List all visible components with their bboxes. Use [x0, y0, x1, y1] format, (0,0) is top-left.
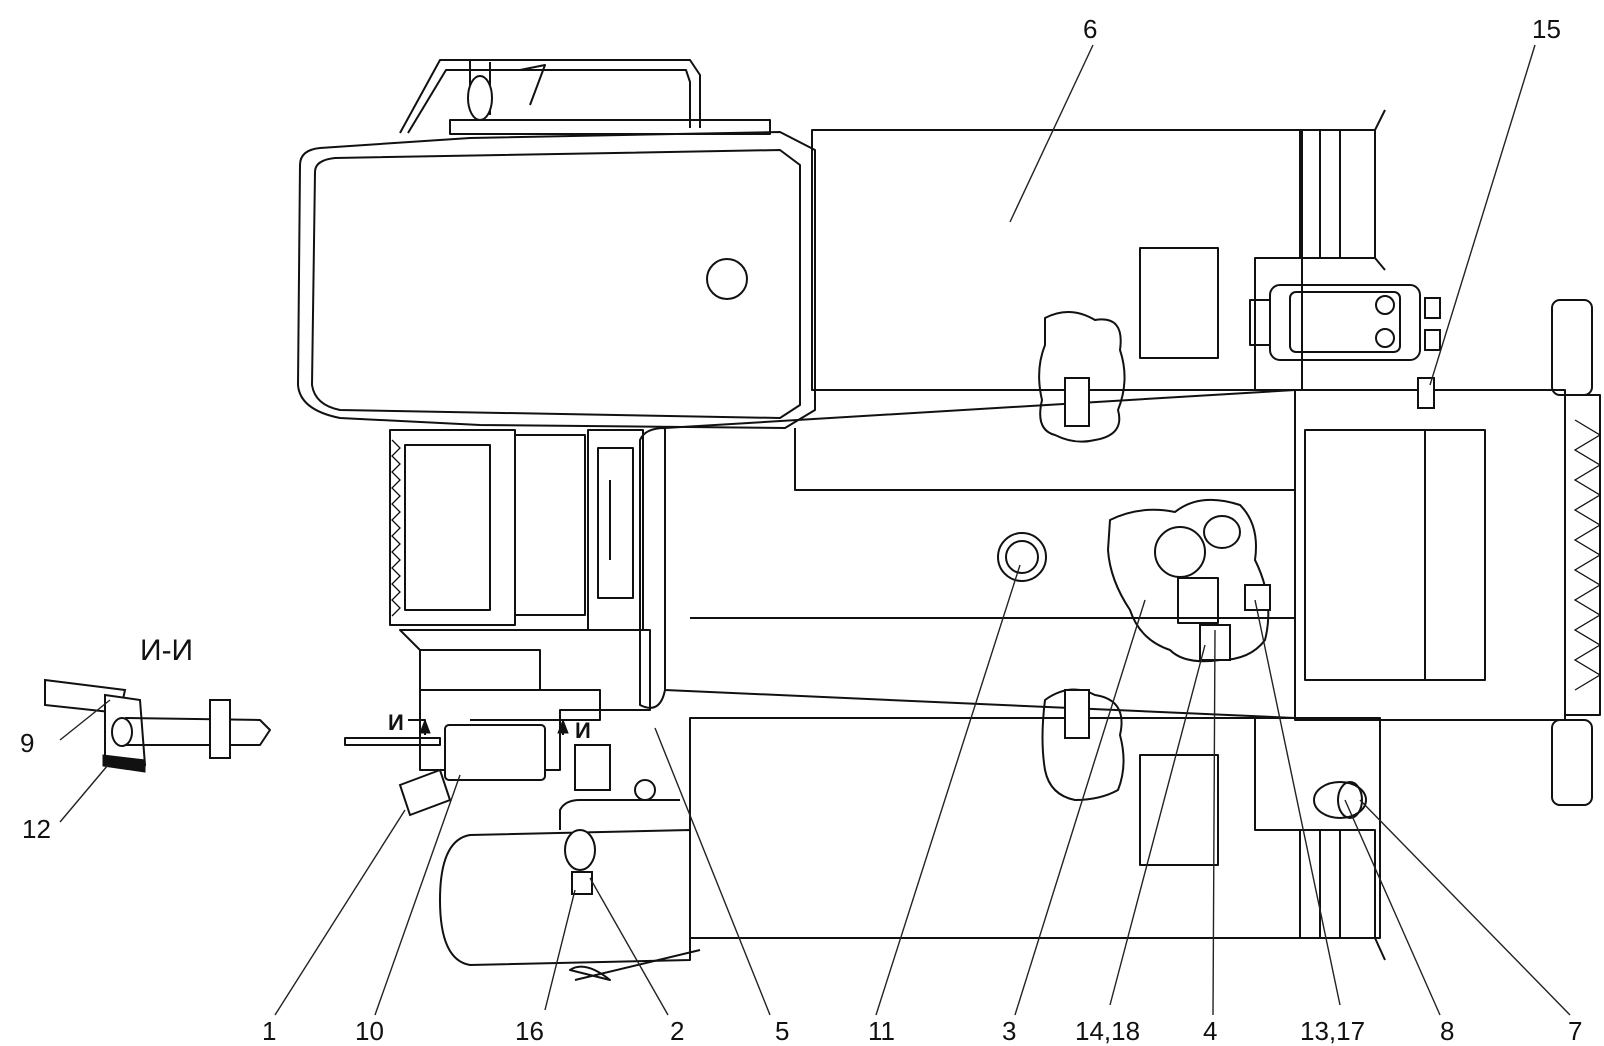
control-shaft — [344, 737, 441, 746]
callout-9: 9 — [20, 728, 34, 758]
section-arrow-left-head — [419, 718, 431, 734]
section-arrow-right-head — [557, 718, 569, 734]
battery-terminal-2 — [1424, 329, 1441, 351]
clamp-lower — [1064, 689, 1090, 739]
lower-ladder-tip — [1374, 937, 1386, 961]
lower-body-edge — [1254, 718, 1376, 938]
tank-rail — [559, 799, 680, 830]
cab-roof — [297, 131, 816, 429]
battery-lid — [1289, 291, 1401, 353]
rear-blade — [1564, 394, 1601, 716]
battery-box — [1269, 284, 1421, 361]
lower-window — [1139, 754, 1219, 866]
pedal-assembly-10 — [444, 724, 546, 781]
upper-ladder-tips — [1374, 109, 1386, 271]
fuel-cap-inner — [1005, 540, 1039, 574]
section-title: И-И — [140, 634, 193, 667]
cutaway-upper — [1038, 311, 1126, 443]
rear-panel — [1304, 429, 1486, 681]
radiator-core — [404, 444, 491, 611]
callout-5: 5 — [775, 1016, 789, 1046]
radiator — [389, 429, 516, 626]
lower-ladder — [1299, 830, 1341, 938]
cutaway-center — [1107, 498, 1270, 663]
clamp-upper — [1064, 377, 1090, 427]
callout-8: 8 — [1440, 1016, 1454, 1046]
relay-block — [574, 744, 611, 791]
upper-body-panel — [811, 129, 1303, 391]
engine-side — [587, 429, 644, 631]
battery-cap-1 — [1375, 295, 1395, 315]
callout-1: 1 — [262, 1016, 276, 1046]
battery-cable — [1249, 299, 1270, 346]
radiator-fins — [391, 439, 401, 617]
pump-pipe — [1203, 515, 1241, 549]
section-view — [44, 678, 271, 773]
section-mark-right: И — [575, 718, 591, 743]
callout-3: 3 — [1002, 1016, 1016, 1046]
callout-4: 4 — [1203, 1016, 1217, 1046]
switch-1 — [398, 768, 452, 817]
callout-11: 11 — [868, 1016, 895, 1046]
filter-16 — [564, 829, 596, 871]
bolt-head — [634, 779, 656, 801]
callout-15: 15 — [1532, 14, 1561, 44]
hook-7 — [1313, 781, 1367, 819]
lower-body-panel — [689, 717, 1381, 939]
gearbox-link — [470, 689, 601, 721]
callout-13-17: 13,17 — [1300, 1016, 1365, 1046]
callout-7: 7 — [1568, 1016, 1582, 1046]
rear-housing — [1294, 389, 1566, 721]
battery-cap-2 — [1375, 328, 1395, 348]
battery-terminal-1 — [1424, 297, 1441, 319]
cab-handrail — [399, 59, 701, 134]
section-nut — [209, 699, 231, 759]
drain-2 — [571, 871, 593, 895]
valve-13 — [1244, 584, 1271, 611]
fuel-cap-outer — [997, 532, 1047, 582]
vehicle-body — [44, 59, 1602, 981]
callout-16: 16 — [515, 1016, 544, 1046]
engine-block — [514, 434, 586, 616]
upper-window — [1139, 247, 1219, 359]
leader-lines — [59, 44, 1571, 1016]
step-bar — [569, 949, 701, 981]
callout-12: 12 — [22, 814, 51, 844]
gearbox-top — [419, 649, 541, 691]
callout-14-18: 14,18 — [1075, 1016, 1140, 1046]
cab-roof-strip — [449, 119, 771, 135]
roof-lamp — [467, 75, 493, 121]
rear-wheel-top — [1551, 299, 1593, 396]
callout-2: 2 — [670, 1016, 684, 1046]
center-frame — [664, 389, 1296, 719]
callouts: 1 10 16 2 5 11 3 14,18 4 13,17 8 7 6 15 … — [20, 14, 1582, 1046]
rear-blade-teeth — [1573, 419, 1602, 691]
cab-roof-inner — [311, 149, 801, 419]
section-cut-marks: И И — [388, 710, 591, 743]
sensor-15 — [1417, 377, 1435, 409]
cab-handrail-inner — [407, 69, 691, 134]
front-bumper — [639, 427, 666, 709]
cab-hatch — [706, 258, 748, 300]
pump-housing — [1154, 526, 1206, 578]
section-rod — [124, 717, 271, 746]
section-pin — [111, 717, 133, 747]
upper-body-edge — [812, 129, 1376, 390]
fuel-tank — [439, 829, 691, 966]
engine-panel — [597, 447, 634, 599]
section-hatch — [102, 754, 146, 773]
callout-10: 10 — [355, 1016, 384, 1046]
hook-8 — [1337, 781, 1363, 819]
callout-6: 6 — [1083, 14, 1097, 44]
section-mark-left: И — [388, 710, 404, 735]
center-frame-top — [794, 428, 1295, 491]
cutaway-lower — [1041, 688, 1125, 801]
rear-wheel-bottom — [1551, 719, 1593, 806]
upper-ladder — [1299, 130, 1341, 258]
pump-body — [1177, 577, 1219, 624]
